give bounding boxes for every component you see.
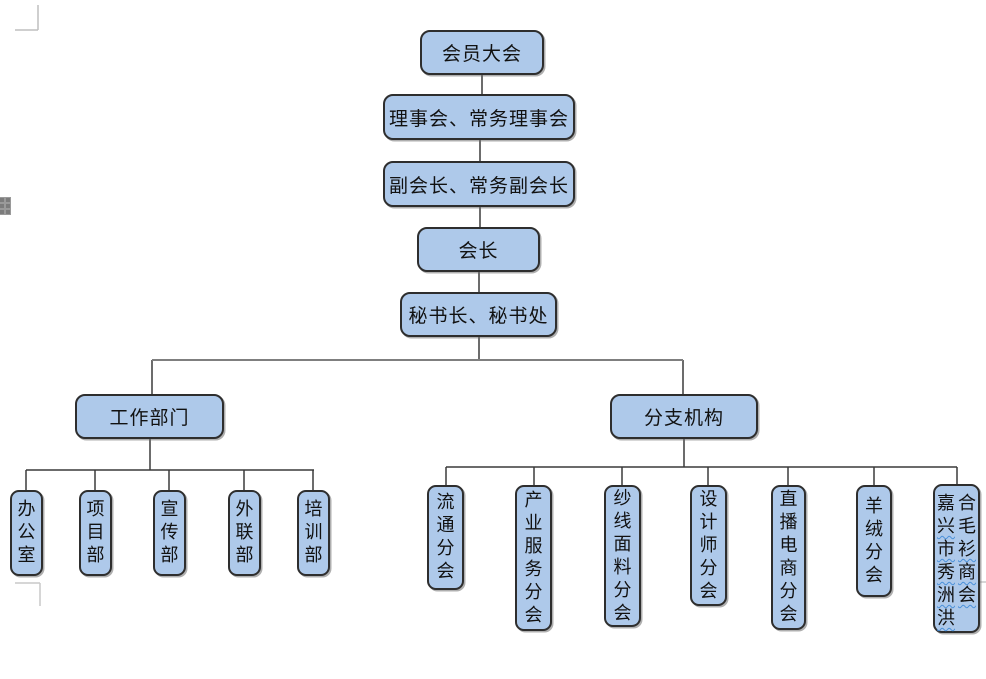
box-council[interactable]: 理事会、常务理事会 <box>383 94 575 140</box>
leaf-box-publicity-dept[interactable]: 宣传部 <box>153 490 186 576</box>
box-secretariat[interactable]: 秘书长、秘书处 <box>400 292 557 337</box>
branch-box-work-departments-label: 工作部门 <box>109 407 190 429</box>
leaf-box-office[interactable]: 办公室 <box>10 490 43 576</box>
text-boundary-mark-top-left <box>15 5 39 31</box>
branch-box-work-departments[interactable]: 工作部门 <box>75 394 224 439</box>
box-vice-president-label: 副会长、常务副会长 <box>388 174 569 197</box>
leaf-box-livestream-ecommerce-chapter[interactable]: 直播电商分会 <box>771 485 806 630</box>
box-president[interactable]: 会长 <box>417 227 540 272</box>
text-boundary-mark-bottom-left <box>15 582 41 606</box>
box-member-assembly[interactable]: 会员大会 <box>420 30 544 75</box>
box-secretariat-label: 秘书长、秘书处 <box>408 305 549 327</box>
leaf-box-yarn-fabric-chapter[interactable]: 纱线面料分会 <box>604 485 641 627</box>
branch-box-branch-organizations[interactable]: 分支机构 <box>610 394 758 439</box>
leaf-box-jiaxing-sweater-chamber[interactable]: 嘉兴市秀洲洪合毛衫商会 <box>933 484 980 633</box>
leaf-box-cashmere-chapter[interactable]: 羊绒分会 <box>856 485 892 597</box>
branch-box-branch-organizations-label: 分支机构 <box>643 407 724 429</box>
box-vice-president[interactable]: 副会长、常务副会长 <box>383 161 575 207</box>
box-council-label: 理事会、常务理事会 <box>388 107 569 130</box>
leaf-box-training-dept[interactable]: 培训部 <box>297 490 330 576</box>
leaf-box-external-liaison-dept[interactable]: 外联部 <box>228 490 261 576</box>
box-president-label: 会长 <box>458 240 499 262</box>
leaf-box-project-dept[interactable]: 项目部 <box>79 490 112 576</box>
box-member-assembly-label: 会员大会 <box>441 43 522 65</box>
leaf-box-industry-service-chapter[interactable]: 产业服务分会 <box>515 485 552 631</box>
drag-handle-icon[interactable] <box>0 197 11 216</box>
chain-connectors <box>25 75 958 490</box>
leaf-box-circulation-chapter[interactable]: 流通分会 <box>427 485 464 590</box>
leaf-box-designer-chapter[interactable]: 设计师分会 <box>690 485 727 606</box>
